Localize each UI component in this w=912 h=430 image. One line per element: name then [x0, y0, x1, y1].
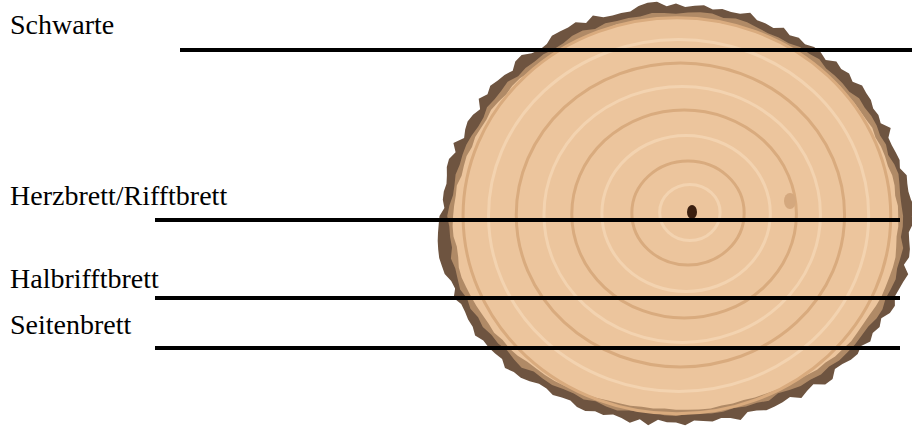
cambium: [447, 12, 903, 416]
growth-ring: [602, 136, 770, 292]
cut-line: [155, 218, 900, 222]
pith: [687, 205, 697, 219]
growth-ring: [516, 63, 844, 367]
knot: [784, 193, 796, 209]
growth-ring: [632, 161, 744, 265]
growth-ring: [463, 18, 891, 414]
part-label: Schwarte: [10, 11, 114, 39]
bark: [438, 2, 912, 426]
growth-ring: [572, 110, 797, 318]
part-label: Seitenbrett: [10, 311, 131, 339]
cut-line: [180, 48, 912, 52]
growth-ring: [660, 185, 720, 241]
growth-ring: [489, 39, 869, 391]
cut-lines: [155, 50, 912, 348]
cut-line: [155, 346, 900, 350]
part-label: Halbrifftbrett: [10, 265, 159, 293]
part-label: Herzbrett/Rifftbrett: [10, 182, 227, 210]
wood-disk: [438, 2, 912, 426]
cut-line: [155, 296, 900, 300]
growth-ring: [544, 86, 820, 342]
